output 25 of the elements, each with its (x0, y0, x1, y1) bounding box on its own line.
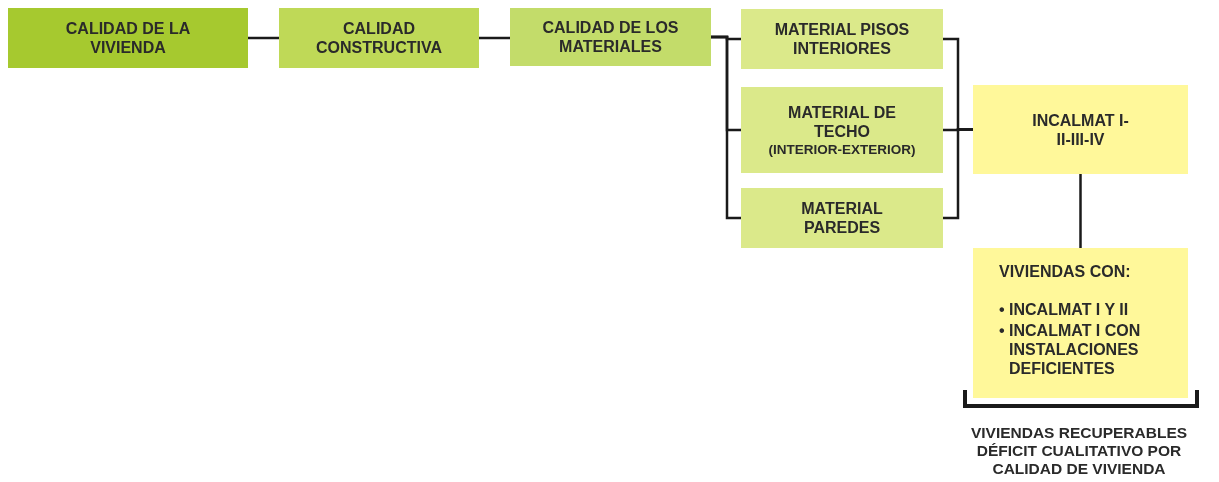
process-box (741, 9, 943, 69)
process-box (973, 85, 1188, 174)
process-box (279, 8, 479, 68)
process-box (8, 8, 248, 68)
bracket-caption: VIVIENDAS RECUPERABLES DÉFICIT CUALITATIVO POR CALIDAD DE VIVIENDA (969, 424, 1189, 478)
box-label: INCALMAT I-II-III-IV (1031, 110, 1130, 149)
box-label: (INTERIOR-EXTERIOR) (768, 140, 916, 158)
box-label: MATERIAL PAREDES (800, 199, 884, 237)
box-label: MATERIAL PISOS INTERIORES (773, 20, 911, 58)
box-label: MATERIAL DE TECHO (787, 102, 897, 141)
connector-line (711, 35, 741, 220)
box-heading: VIVIENDAS CON: (999, 262, 1131, 281)
connector-line (248, 36, 279, 40)
box-label: CALIDAD DE LOS MATERIALES (541, 18, 680, 56)
process-box (741, 87, 943, 173)
connector-line (1079, 174, 1082, 248)
process-box (741, 188, 943, 248)
box-label: CALIDAD CONSTRUCTIVA (315, 19, 443, 57)
box-label: CALIDAD DE LA VIVIENDA (64, 19, 192, 57)
bullet-item: • INCALMAT I Y II (999, 300, 1129, 319)
note-box (973, 248, 1188, 398)
bullet-item: • INCALMAT I CON INSTALACIONES DEFICIENTES (999, 321, 1142, 378)
connector-line (943, 128, 973, 220)
process-box (510, 8, 711, 66)
connector-line (479, 36, 510, 40)
